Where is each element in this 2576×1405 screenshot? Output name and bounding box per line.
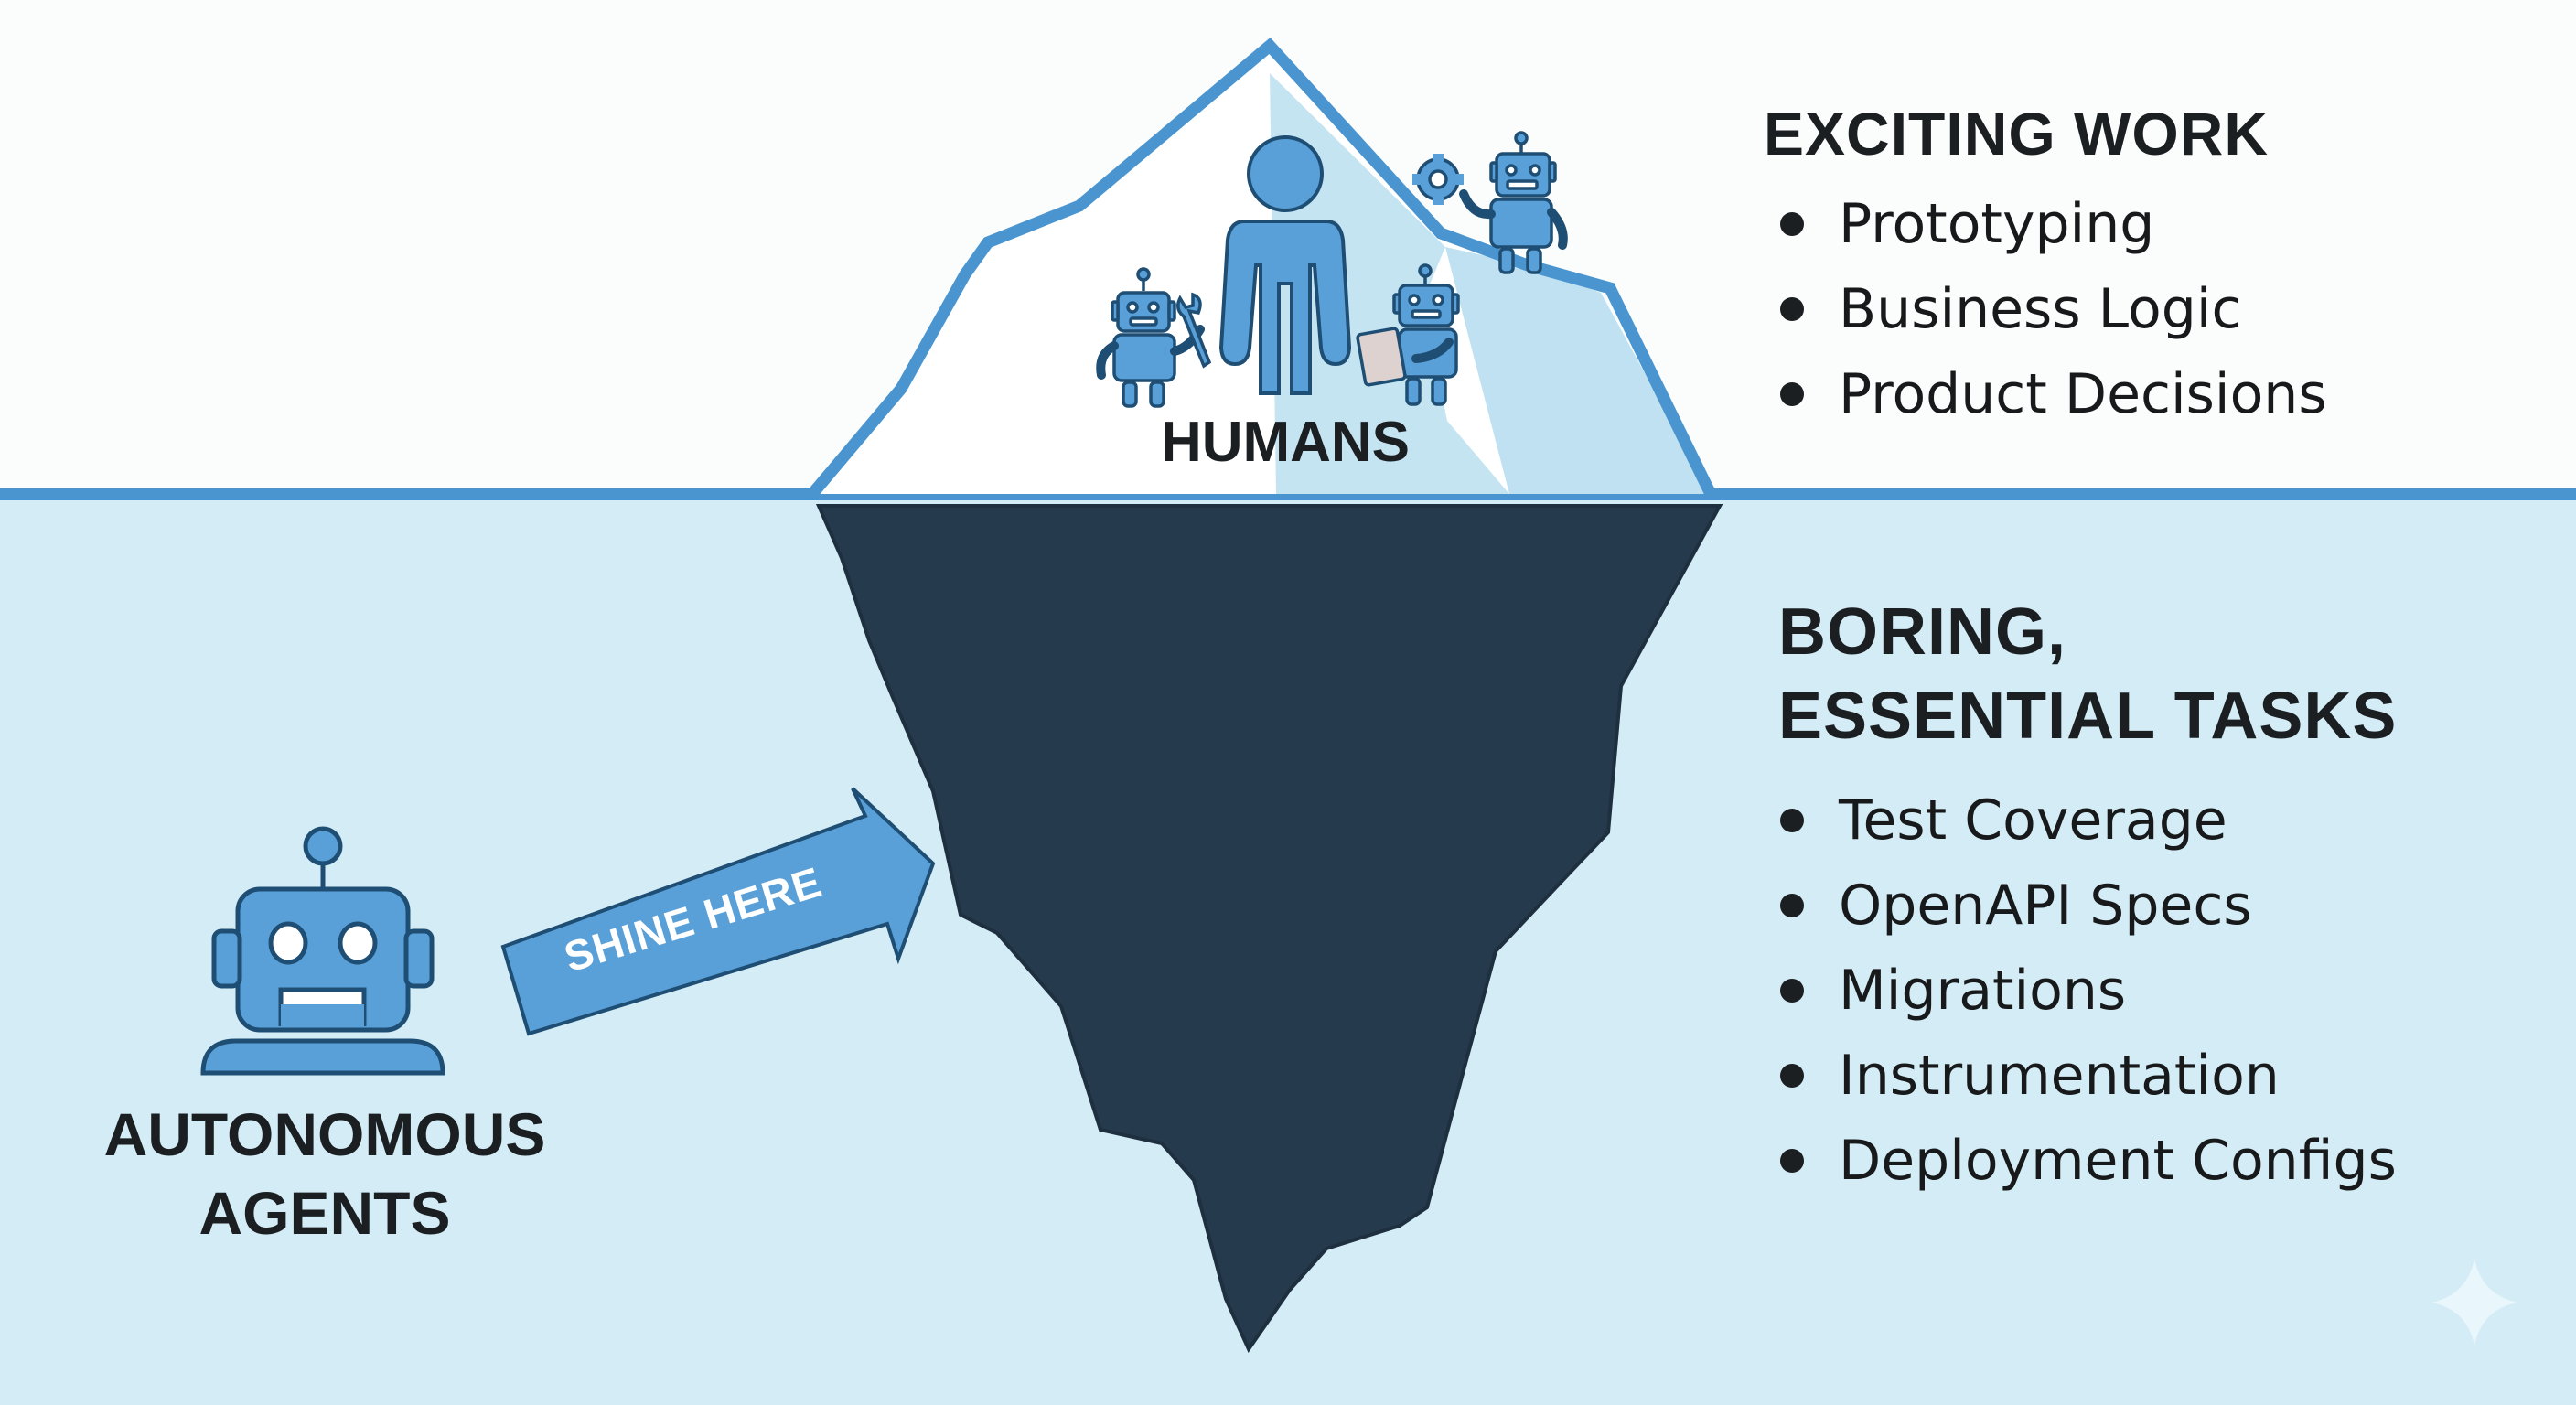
exciting-work-list: Prototyping Business Logic Product Decis… (1775, 181, 2327, 436)
list-item: Instrumentation (1775, 1033, 2397, 1118)
list-item: Business Logic (1775, 266, 2327, 351)
bullet-icon (1780, 808, 1804, 832)
boring-tasks-list: Test Coverage OpenAPI Specs Migrations I… (1775, 778, 2397, 1203)
boring-tasks-heading-line1: BORING, (1778, 595, 2067, 669)
agents-label-line1: AUTONOMOUS (103, 1100, 546, 1168)
sparkle-icon (2431, 1258, 2517, 1346)
list-item: Product Decisions (1775, 351, 2327, 436)
bullet-icon (1780, 211, 1804, 236)
exciting-work-heading: EXCITING WORK (1764, 100, 2269, 167)
bullet-icon (1780, 978, 1804, 1003)
list-item: OpenAPI Specs (1775, 863, 2397, 948)
gear-icon (1412, 154, 1464, 205)
person-icon (1218, 135, 1352, 395)
list-item: Prototyping (1775, 181, 2327, 266)
iceberg-underwater (815, 504, 1723, 1354)
humans-label: HUMANS (1160, 411, 1411, 474)
bullet-icon (1780, 1148, 1804, 1173)
boring-tasks-heading-line2: ESSENTIAL TASKS (1778, 680, 2398, 753)
agents-label-line2: AGENTS (199, 1179, 451, 1247)
bullet-icon (1780, 893, 1804, 917)
robot-tablet-icon (1356, 263, 1460, 406)
bullet-icon (1780, 1063, 1804, 1088)
arrow-icon (500, 787, 936, 1036)
robot-head-icon (200, 826, 445, 1076)
list-item: Test Coverage (1775, 778, 2397, 863)
list-item: Migrations (1775, 948, 2397, 1033)
bullet-icon (1780, 296, 1804, 321)
robot-wrench-icon (1096, 267, 1212, 408)
robot-gear-icon (1412, 131, 1568, 274)
list-item: Deployment Configs (1775, 1118, 2397, 1203)
bullet-icon (1780, 381, 1804, 406)
